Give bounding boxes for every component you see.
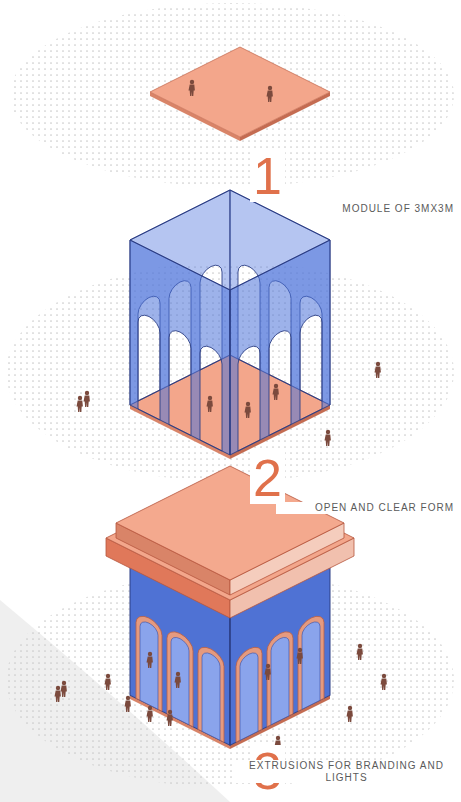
step-caption: MODULE OF 3MX3M (286, 203, 457, 215)
step-caption: OPEN AND CLEAR FORM (276, 502, 457, 514)
step-caption: EXTRUSIONS FOR BRANDING AND LIGHTS (236, 760, 457, 783)
open-glass-form (130, 190, 330, 459)
step-number: 2 (250, 452, 285, 504)
step-number: 1 (250, 150, 285, 202)
ground-dots (10, 3, 454, 187)
module-slab (150, 47, 330, 141)
ground-dots (6, 262, 454, 482)
